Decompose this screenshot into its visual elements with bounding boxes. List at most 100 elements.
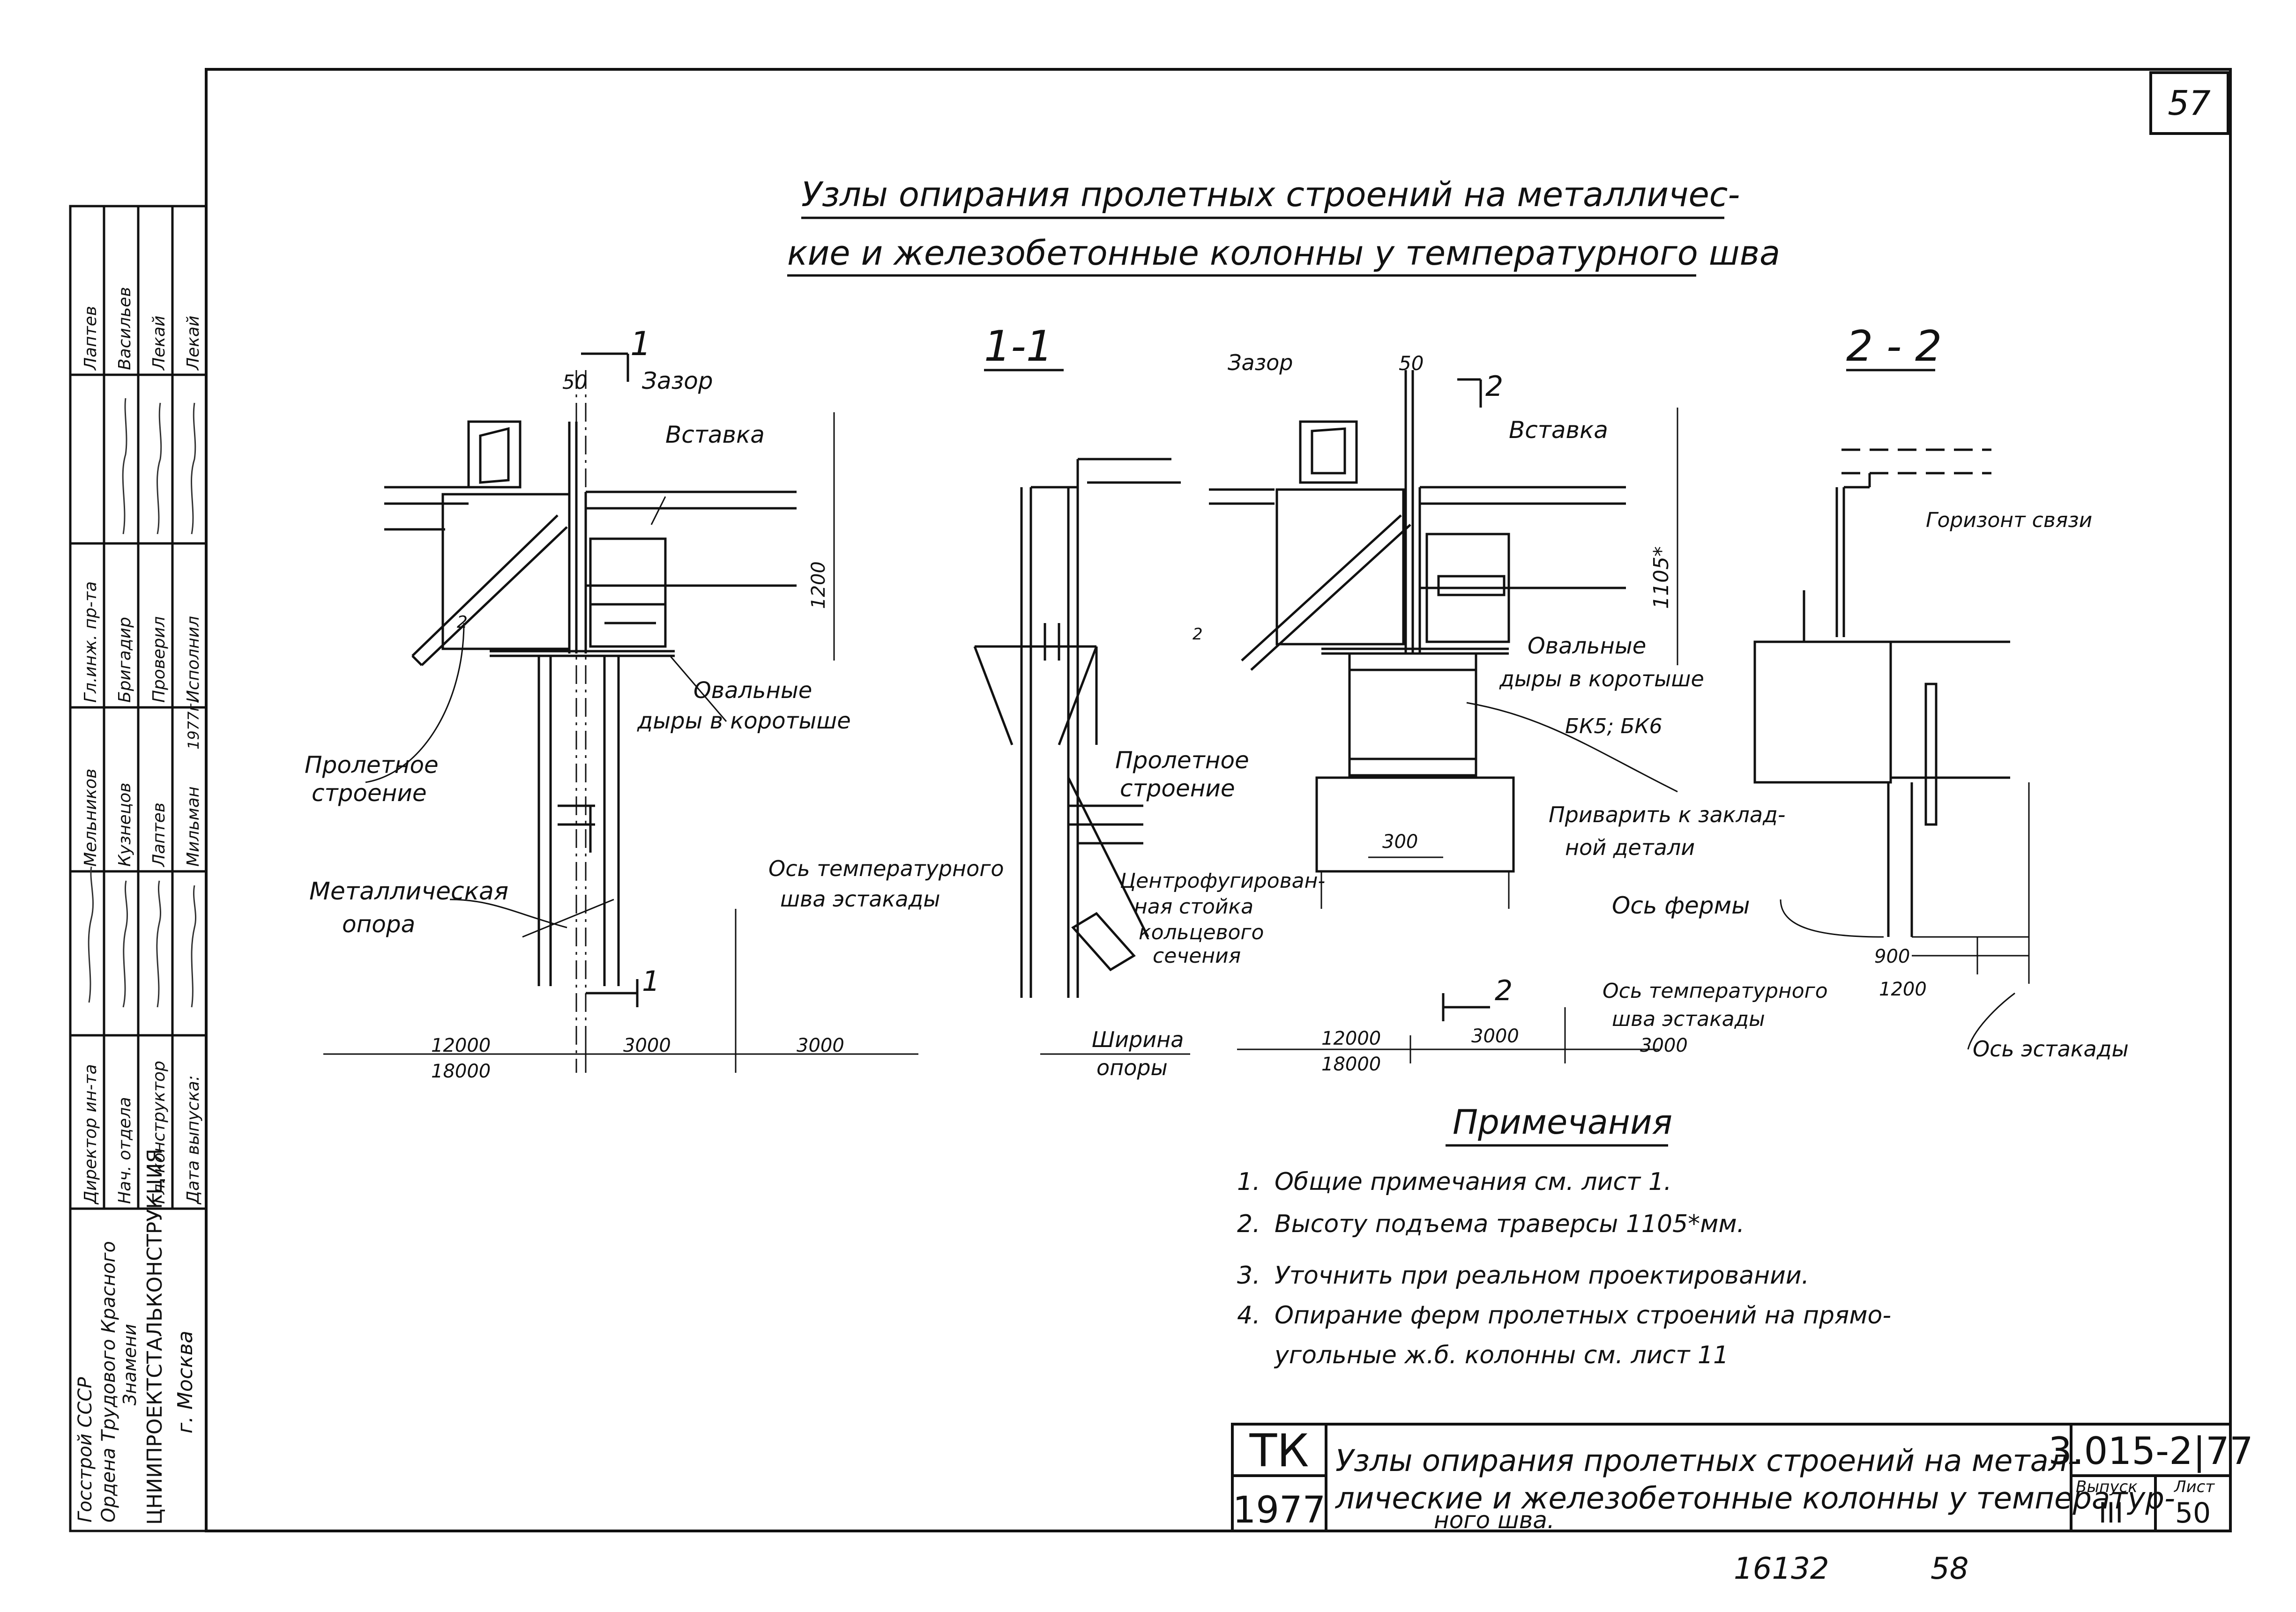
left-cut-mark: 1 [630, 325, 651, 363]
mid-col-label-3: кольцевого [1139, 921, 1264, 944]
sidebar-org-text: Госстрой СССР Ордена Трудового Красного … [75, 1149, 197, 1525]
role-d-1: Лаптев [81, 306, 100, 371]
role-d-2: Васильев [115, 287, 134, 370]
stamp-sheet-label: Лист [2173, 1478, 2215, 1496]
left-dim-3000-a: 3000 [623, 1035, 671, 1056]
org-line-3: Знамени [119, 1324, 140, 1405]
role-a-1: Директор ин-та [81, 1064, 100, 1205]
org-line-1: Госстрой СССР [75, 1377, 96, 1523]
right-oval-holes-1: Овальные [1528, 633, 1646, 659]
role-b-2: Кузнецов [115, 783, 134, 867]
sidebar-roles-c: Гл.инж. пр-та Бригадир Проверил Исполнил [81, 581, 203, 703]
left-axis-label-2: шва эстакады [780, 886, 940, 912]
role-c-2: Бригадир [115, 617, 134, 703]
bracing-label: Горизонт связи [1926, 508, 2092, 532]
left-node-labels: 1 50 Зазор Вставка 1200 Овальные дыры в … [305, 325, 1004, 1082]
right-dim-3000-b: 3000 [1640, 1035, 1688, 1056]
right-small-2: 2 [1193, 625, 1203, 644]
right-gap-label: Зазор [1228, 350, 1293, 375]
sidebar-roles-d: Лаптев Васильев Лекай Лекай [81, 287, 203, 371]
left-dim-18000: 18000 [431, 1061, 491, 1082]
left-oval-holes-2: дыры в коротыше [637, 708, 851, 734]
right-weld-label-1: Приварить к заклад- [1549, 802, 1785, 827]
mid-span-label-1: Пролетное [1115, 747, 1249, 774]
mid-col-label-2: ная стойка [1134, 895, 1253, 919]
note-number-1: 1. [1237, 1168, 1260, 1196]
left-node-drawing [323, 352, 918, 1073]
section-2-2-drawing [1753, 448, 2030, 1050]
right-oval-holes-2: дыры в коротыше [1499, 666, 1704, 691]
left-dim-12000: 12000 [431, 1035, 491, 1056]
stamp-title-1: Узлы опирания пролетных строений на мета… [1335, 1444, 2079, 1478]
right-height-1105: 1105* [1649, 546, 1673, 609]
role-b-3: Лаптев [149, 802, 169, 868]
title-line-1: Узлы опирания пролетных строений на мета… [801, 175, 1740, 214]
dim-900: 900 [1874, 946, 1910, 967]
right-dim-12000: 12000 [1321, 1028, 1381, 1049]
footer-page: 58 [1931, 1552, 1968, 1586]
note-number-4: 4. [1237, 1301, 1260, 1330]
sidebar-roles-b: Мельников Кузнецов Лаптев Мильман 1977г. [81, 699, 203, 868]
right-bk-label: БК5; БК6 [1565, 714, 1662, 738]
left-cut-mark-bottom: 1 [642, 965, 660, 998]
role-c-4: Исполнил [184, 616, 203, 703]
left-support-label-2: опора [342, 911, 415, 938]
left-insert-label: Вставка [665, 421, 765, 448]
left-span-label-2: строение [312, 780, 427, 807]
stamp-doc-code: 3.015-2|77 [2048, 1429, 2253, 1473]
approval-sidebar [69, 205, 208, 1532]
right-weld-label-2: ной детали [1565, 835, 1695, 860]
right-cut-mark-bottom: 2 [1495, 974, 1513, 1007]
role-b-5: 1977г. [185, 699, 202, 750]
stamp-title-2: лические и железобетонные колонны у темп… [1334, 1481, 2175, 1516]
org-line-4: ЦНИИПРОЕКТСТАЛЬКОНСТРУКЦИЯ [143, 1149, 167, 1525]
left-support-label-1: Металлическая [309, 877, 508, 906]
section-1-1-drawing [973, 458, 1190, 1055]
title-block [1231, 1423, 2232, 1532]
section-label-2-2: 2 - 2 [1846, 322, 1942, 371]
mid-width-label-1: Ширина [1092, 1027, 1184, 1052]
stamp-title-3: ного шва. [1434, 1507, 1555, 1534]
note-text-4: Опирание ферм пролетных строений на прям… [1275, 1301, 1891, 1330]
section-1-1-labels: Пролетное строение Центрофугирован- ная … [1092, 747, 1325, 1080]
org-line-2: Ордена Трудового Красного [98, 1241, 119, 1523]
role-c-3: Проверил [149, 616, 169, 703]
role-a-4: Дата выпуска: [184, 1075, 203, 1205]
left-axis-label-1: Ось температурного [768, 856, 1004, 881]
main-title: Узлы опирания пролетных строений на мета… [787, 175, 1780, 277]
note-text-3: Уточнить при реальном проектировании. [1275, 1262, 1809, 1290]
note-text-5: угольные ж.б. колонны см. лист 11 [1274, 1341, 1729, 1369]
page-number: 57 [2168, 83, 2211, 123]
stamp-code: ТК [1249, 1425, 1309, 1477]
right-axis-label-1: Ось температурного [1603, 979, 1828, 1003]
role-a-3: Гл. конструктор [149, 1061, 169, 1204]
role-b-4: Мильман [184, 787, 203, 867]
right-insert-label: Вставка [1509, 416, 1608, 444]
left-dim-3000-b: 3000 [797, 1035, 844, 1056]
left-oval-holes-1: Овальные [693, 677, 812, 704]
section-label-1-1: 1-1 [984, 322, 1053, 371]
notes-block: Примечания 1. Общие примечания см. лист … [1237, 1102, 1891, 1369]
role-d-3: Лекай [149, 316, 169, 371]
right-dim-300: 300 [1382, 831, 1418, 853]
mid-col-label-1: Центрофугирован- [1120, 869, 1325, 893]
dim-1200: 1200 [1879, 979, 1927, 1000]
note-text-2: Высоту подъема траверсы 1105*мм. [1275, 1210, 1744, 1238]
mid-span-label-2: строение [1120, 775, 1235, 802]
note-number-3: 3. [1237, 1262, 1260, 1290]
role-d-4: Лекай [184, 316, 203, 371]
left-span-label-1: Пролетное [305, 751, 439, 779]
right-node-labels: Зазор 50 2 Вставка 1105* Овальные дыры в… [1193, 350, 1828, 1075]
notes-heading: Примечания [1453, 1102, 1672, 1142]
left-dim-50: 50 [562, 371, 587, 394]
right-dim-3000-a: 3000 [1471, 1025, 1519, 1047]
trestle-axis-label: Ось эстакады [1973, 1036, 2129, 1062]
left-gap-label: Зазор [642, 367, 713, 394]
role-a-2: Нач. отдела [115, 1097, 134, 1204]
title-line-2: кие и железобетонные колонны у температу… [787, 233, 1780, 273]
truss-axis-label: Ось фермы [1612, 892, 1750, 919]
mid-col-label-4: сечения [1153, 944, 1241, 968]
right-axis-label-2: шва эстакады [1612, 1007, 1765, 1031]
